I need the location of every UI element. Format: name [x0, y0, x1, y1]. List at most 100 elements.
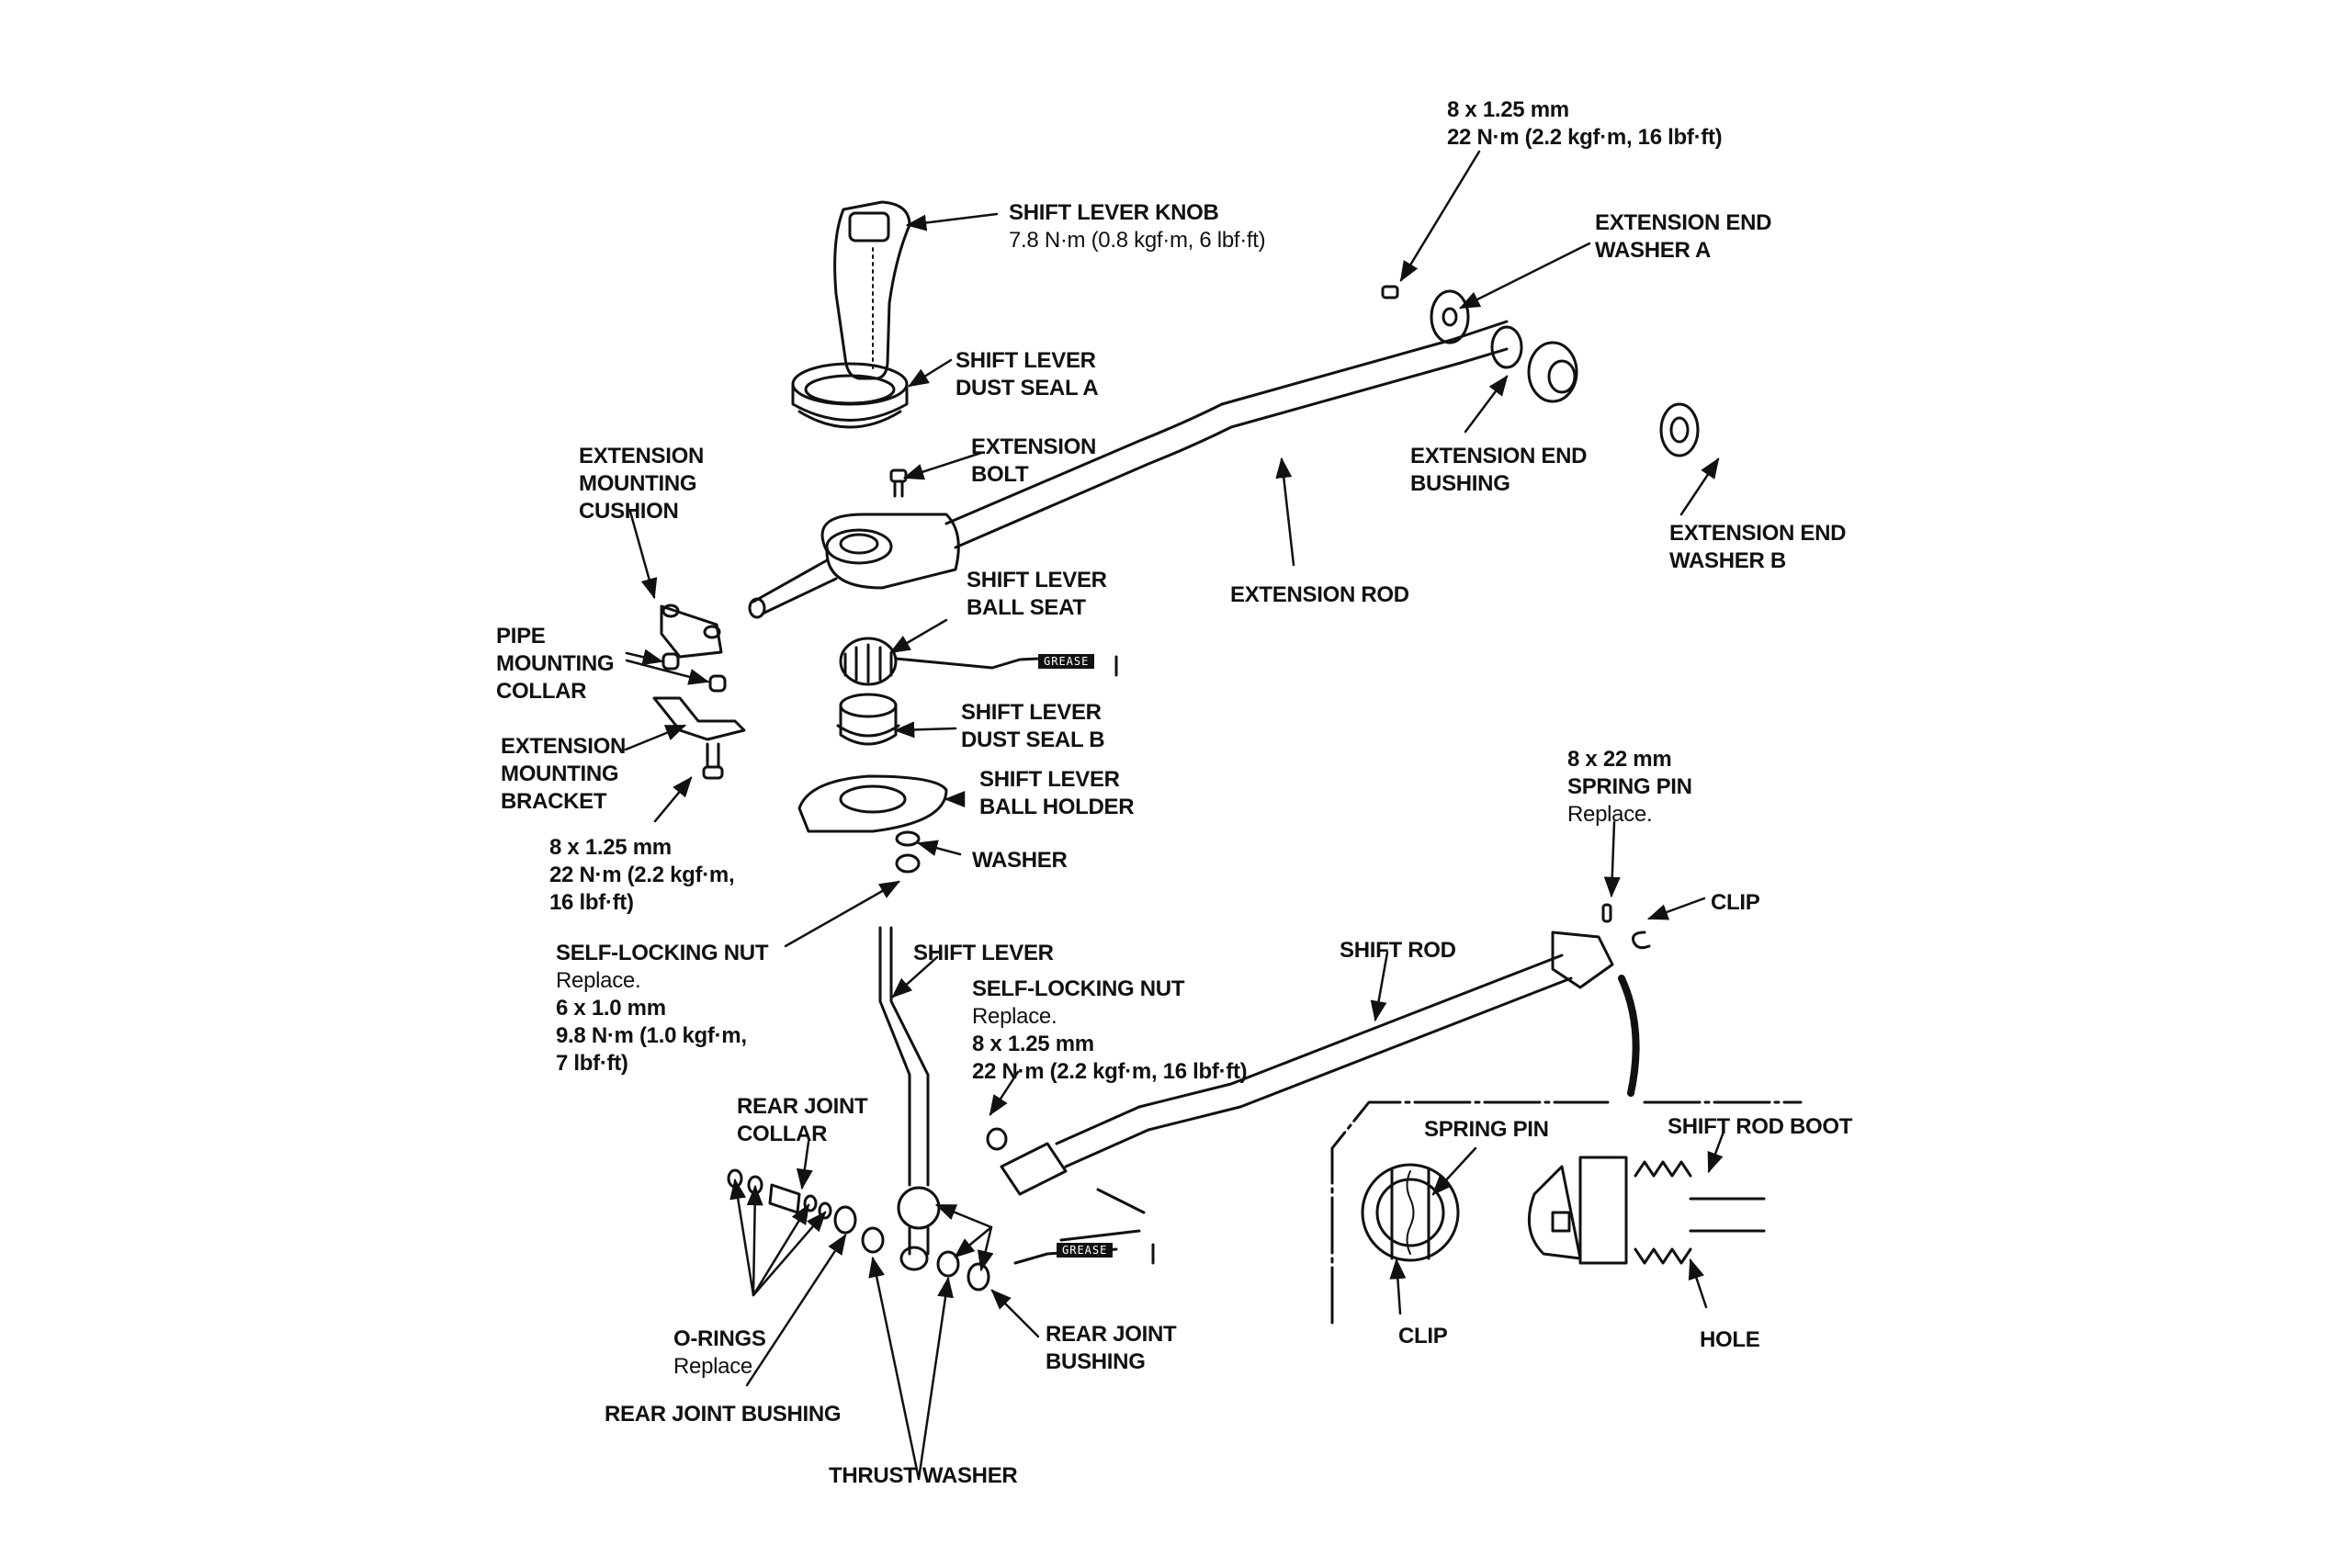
label-spec: 6 x 1.0 mm: [556, 996, 666, 1021]
label-inset-hole: HOLE: [1700, 1326, 1760, 1354]
label-line: EXTENSION: [579, 444, 704, 468]
label-extension-mounting-cushion: EXTENSION MOUNTING CUSHION: [579, 443, 704, 525]
label-line: DUST SEAL B: [961, 728, 1105, 752]
label-extension-rod: EXTENSION ROD: [1230, 581, 1409, 609]
label-name: O-RINGS: [673, 1326, 766, 1351]
label-line: SHIFT LEVER: [967, 568, 1107, 592]
leader-arrows: [624, 150, 1725, 1481]
label-extension-mounting-bracket: EXTENSION MOUNTING BRACKET: [501, 733, 626, 816]
label-spec: 7.8 N·m (0.8 kgf·m, 6 lbf·ft): [1009, 228, 1266, 253]
label-self-locking-nut-left: SELF-LOCKING NUT Replace. 6 x 1.0 mm 9.8…: [556, 940, 768, 1077]
label-inset-spring-pin: SPRING PIN: [1424, 1116, 1549, 1144]
label-line: HOLE: [1700, 1327, 1760, 1352]
label-line: BUSHING: [1410, 471, 1510, 496]
label-spec: 22 N·m (2.2 kgf·m, 16 lbf·ft): [972, 1059, 1248, 1084]
label-pipe-mounting-collar: PIPE MOUNTING COLLAR: [496, 623, 615, 705]
label-line: SHIFT LEVER: [979, 767, 1120, 792]
label-thrust-washer: THRUST WASHER: [829, 1462, 1018, 1490]
extension-bolt: [889, 468, 908, 498]
label-note: Replace.: [1567, 802, 1653, 827]
label-line: PIPE: [496, 624, 546, 649]
label-washer: WASHER: [972, 847, 1068, 874]
label-size: 8 x 22 mm: [1567, 747, 1672, 772]
label-inset-clip: CLIP: [1398, 1323, 1448, 1350]
shift-lever-knob: [833, 200, 911, 380]
label-line: EXTENSION END: [1410, 444, 1588, 468]
label-line: MOUNTING: [501, 761, 619, 786]
label-self-locking-nut-right: SELF-LOCKING NUT Replace. 8 x 1.25 mm 22…: [972, 976, 1248, 1086]
label-dust-seal-b: SHIFT LEVER DUST SEAL B: [961, 699, 1105, 754]
label-clip: CLIP: [1711, 889, 1760, 917]
label-line: SHIFT ROD BOOT: [1668, 1114, 1853, 1139]
label-line: WASHER A: [1595, 238, 1712, 263]
grease-tag: GREASE: [1038, 654, 1095, 669]
label-ball-holder: SHIFT LEVER BALL HOLDER: [979, 766, 1135, 821]
label-spec: 7 lbf·ft): [556, 1051, 628, 1076]
label-name: SELF-LOCKING NUT: [556, 941, 769, 965]
label-shift-rod: SHIFT ROD: [1340, 937, 1456, 964]
label-line: COLLAR: [737, 1122, 828, 1146]
label-line: REAR JOINT BUSHING: [605, 1402, 842, 1427]
label-line: EXTENSION ROD: [1230, 582, 1409, 607]
label-line: EXTENSION END: [1669, 521, 1847, 546]
label-line: CLIP: [1398, 1324, 1448, 1348]
label-line: EXTENSION: [501, 734, 626, 759]
grease-tag: GREASE: [1057, 1243, 1114, 1258]
label-line: EXTENSION END: [1595, 210, 1772, 235]
label-line: REAR JOINT: [737, 1094, 868, 1119]
label-bracket-bolt-spec: 8 x 1.25 mm 22 N·m (2.2 kgf·m, 16 lbf·ft…: [549, 834, 735, 917]
label-shift-rod-boot: SHIFT ROD BOOT: [1668, 1113, 1852, 1141]
label-line: BALL SEAT: [967, 595, 1086, 620]
label-line: 8 x 1.25 mm: [1447, 97, 1569, 122]
label-line: WASHER B: [1669, 548, 1786, 573]
label-line: SHIFT LEVER: [913, 941, 1054, 965]
label-extension-end-bushing: EXTENSION END BUSHING: [1410, 443, 1587, 498]
label-line: MOUNTING: [496, 651, 615, 676]
label-ball-seat: SHIFT LEVER BALL SEAT: [967, 567, 1107, 622]
label-extension-end-washer-b: EXTENSION END WASHER B: [1669, 520, 1846, 575]
label-note: Replace.: [673, 1354, 759, 1379]
label-line: CUSHION: [579, 499, 679, 524]
label-line: BUSHING: [1046, 1349, 1146, 1374]
label-line: 16 lbf·ft): [549, 890, 634, 915]
label-top-bolt-spec: 8 x 1.25 mm 22 N·m (2.2 kgf·m, 16 lbf·ft…: [1447, 96, 1723, 152]
label-line: SPRING PIN: [1424, 1117, 1549, 1142]
ball-socket-parts: [797, 637, 948, 874]
inset-detail: [1330, 1100, 1803, 1325]
label-line: BOLT: [971, 462, 1029, 487]
label-shift-lever-knob: SHIFT LEVER KNOB 7.8 N·m (0.8 kgf·m, 6 l…: [1009, 199, 1266, 254]
label-o-rings: O-RINGS Replace.: [673, 1325, 766, 1381]
label-extension-end-washer-a: EXTENSION END WASHER A: [1595, 209, 1771, 265]
label-line: EXTENSION: [971, 434, 1096, 459]
shift-rod: [986, 903, 1651, 1214]
label-line: BALL HOLDER: [979, 795, 1135, 819]
label-line: 22 N·m (2.2 kgf·m, 16 lbf·ft): [1447, 125, 1723, 150]
label-note: Replace.: [556, 968, 641, 993]
shift-lever: [878, 926, 941, 1271]
label-dust-seal-a: SHIFT LEVER DUST SEAL A: [956, 347, 1099, 402]
label-line: SHIFT LEVER KNOB: [1009, 200, 1219, 225]
label-note: Replace.: [972, 1004, 1057, 1029]
label-line: BRACKET: [501, 789, 607, 814]
label-rear-joint-bushing-left: REAR JOINT BUSHING: [605, 1401, 842, 1428]
label-line: 22 N·m (2.2 kgf·m,: [549, 863, 735, 887]
extension-end-parts: [1381, 285, 1700, 457]
dust-seal-a: [791, 362, 909, 429]
label-line: COLLAR: [496, 679, 587, 704]
label-spec: 9.8 N·m (1.0 kgf·m,: [556, 1023, 747, 1048]
label-line: CLIP: [1711, 890, 1760, 915]
label-name: SELF-LOCKING NUT: [972, 976, 1185, 1001]
label-line: REAR JOINT: [1046, 1322, 1177, 1347]
label-rear-joint-collar: REAR JOINT COLLAR: [737, 1093, 868, 1148]
label-line: SHIFT LEVER: [956, 348, 1096, 373]
label-shift-lever: SHIFT LEVER: [913, 940, 1054, 967]
extension-rod: [748, 320, 1509, 619]
label-line: 8 x 1.25 mm: [549, 835, 672, 860]
label-name: SPRING PIN: [1567, 774, 1692, 799]
label-rear-joint-bushing-right: REAR JOINT BUSHING: [1046, 1321, 1177, 1376]
label-line: SHIFT ROD: [1340, 938, 1456, 963]
label-extension-bolt: EXTENSION BOLT: [971, 434, 1096, 489]
label-line: WASHER: [972, 848, 1068, 873]
